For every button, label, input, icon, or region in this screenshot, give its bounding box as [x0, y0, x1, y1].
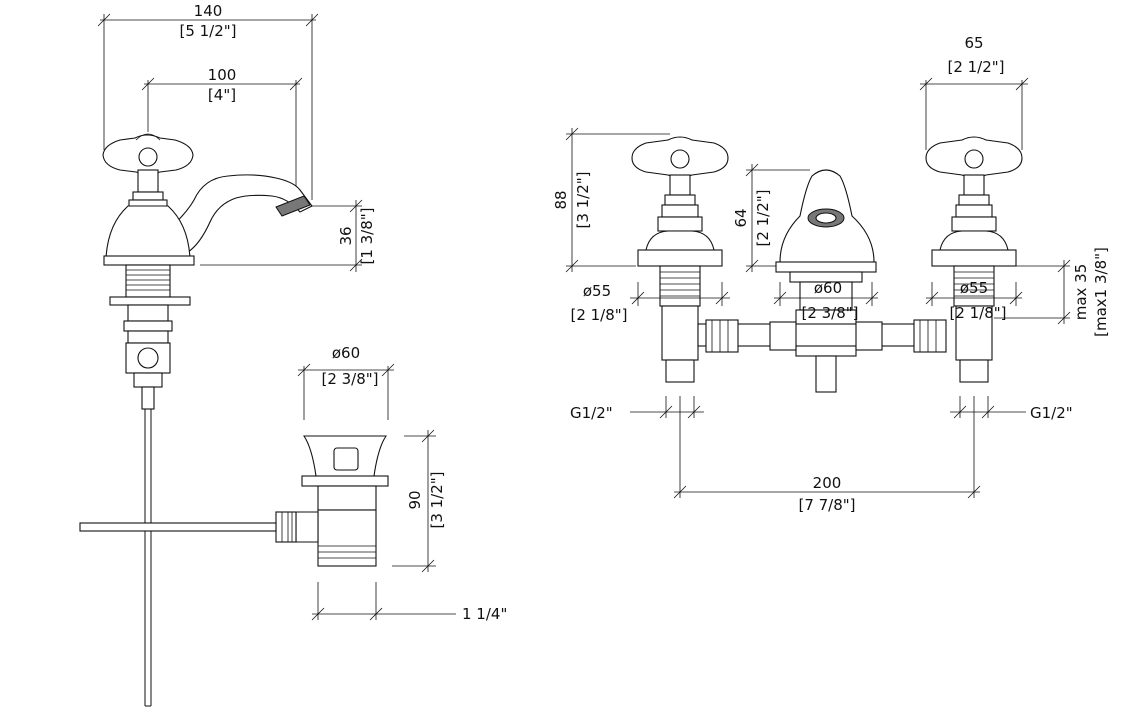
waste-diameter-in: [2 3/8"] [321, 370, 378, 388]
handle-width-mm: 65 [964, 34, 983, 52]
right-inlet-thread: G1/2" [1030, 404, 1073, 422]
waste-height-in: [3 1/2"] [428, 471, 446, 528]
deck-thickness-mm: max 35 [1072, 264, 1090, 321]
waste-view [79, 435, 389, 567]
spout-reach-in: [4"] [208, 86, 236, 104]
handle-height-in: [3 1/2"] [574, 171, 592, 228]
spout-width-mm: 140 [194, 2, 223, 20]
deck-thickness-in: [max1 3/8"] [1092, 247, 1110, 337]
waste-thread: 1 1/4" [462, 605, 507, 623]
waste-height-mm: 90 [406, 490, 424, 509]
left-inlet-thread: G1/2" [570, 404, 613, 422]
spout-side-view [102, 133, 313, 707]
left-base-diameter-mm: ø55 [583, 282, 611, 300]
spout-reach-mm: 100 [208, 66, 237, 84]
left-base-diameter-in: [2 1/8"] [570, 306, 627, 324]
centers-in: [7 7/8"] [798, 496, 855, 514]
spout-front-height-in: [2 1/2"] [754, 189, 772, 246]
spout-width-in: [5 1/2"] [179, 22, 236, 40]
right-base-diameter-in: [2 1/8"] [949, 304, 1006, 322]
center-base-diameter-in: [2 3/8"] [801, 304, 858, 322]
centers-mm: 200 [813, 474, 842, 492]
front-view [631, 136, 1023, 393]
center-base-diameter-mm: ø60 [814, 279, 842, 297]
handle-height-mm: 88 [552, 190, 570, 209]
waste-diameter-mm: ø60 [332, 344, 360, 362]
dimension-lines [97, 13, 1071, 621]
spout-height-mm: 36 [337, 226, 355, 245]
handle-width-in: [2 1/2"] [947, 58, 1004, 76]
spout-front-height-mm: 64 [732, 208, 750, 227]
dimension-labels: 140 [5 1/2"] 100 [4"] 36 [1 3/8"] ø60 [2… [179, 2, 1110, 623]
right-base-diameter-mm: ø55 [960, 279, 988, 297]
spout-height-in: [1 3/8"] [358, 207, 376, 264]
